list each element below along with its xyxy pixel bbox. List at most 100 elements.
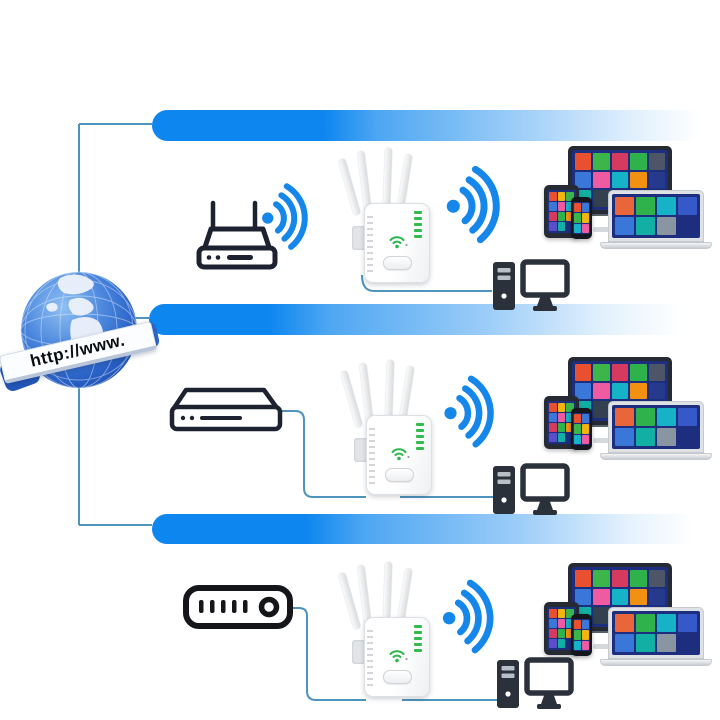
app-tile — [582, 424, 589, 434]
app-tile — [574, 424, 581, 434]
desktop-pc-icon — [497, 657, 574, 709]
laptop-screen — [612, 405, 700, 449]
repeater-power-plug — [352, 226, 366, 250]
app-tile — [593, 190, 610, 207]
app-tile — [575, 588, 592, 606]
laptop-screen — [612, 611, 700, 655]
laptop-keyboard-base — [600, 453, 712, 460]
app-tile — [593, 401, 610, 418]
app-tile — [657, 217, 676, 235]
app-tile — [648, 588, 665, 606]
app-tile — [566, 423, 574, 432]
wifi-repeater-icon — [338, 146, 440, 286]
repeater-body — [366, 415, 432, 495]
app-tile — [615, 634, 634, 652]
app-tile — [549, 403, 557, 412]
app-tile — [557, 433, 566, 442]
app-tile — [611, 171, 629, 189]
app-tile — [611, 588, 629, 606]
phone-screen — [573, 413, 590, 445]
app-tile — [566, 403, 574, 412]
app-tile — [557, 629, 566, 638]
devices-cluster-icon — [544, 146, 714, 250]
devices-cluster-icon — [544, 357, 714, 461]
app-tile — [630, 382, 647, 400]
app-tile — [575, 570, 592, 587]
devices-cluster-icon — [544, 563, 714, 667]
app-tile — [636, 614, 655, 632]
app-tile — [636, 634, 655, 652]
internet-flow-bar-3 — [152, 514, 700, 544]
app-tile — [657, 614, 676, 632]
app-tile — [549, 629, 557, 638]
repeater-led-indicators — [414, 625, 422, 652]
app-tile — [549, 619, 557, 628]
laptop-icon — [600, 607, 712, 666]
app-tile — [636, 197, 655, 215]
app-tile — [593, 171, 610, 189]
repeater-wps-button — [385, 468, 414, 482]
app-tile — [648, 570, 665, 587]
app-tile — [657, 634, 676, 652]
app-tile — [593, 153, 610, 170]
wifi-repeater-icon — [338, 560, 440, 700]
app-tile — [582, 203, 589, 213]
app-tile — [582, 414, 589, 424]
app-tile — [574, 414, 581, 424]
app-tile — [648, 382, 665, 400]
app-tile — [557, 413, 566, 422]
laptop-icon — [600, 190, 712, 249]
app-tile — [648, 364, 665, 381]
app-tile — [574, 640, 581, 650]
app-tile — [549, 202, 557, 211]
app-tile — [566, 192, 574, 201]
repeater-vents — [369, 428, 375, 484]
app-tile — [557, 202, 566, 211]
app-tile — [557, 639, 566, 648]
app-tile — [615, 197, 634, 215]
laptop-keyboard-base — [600, 242, 712, 249]
smartphone-icon — [571, 614, 592, 656]
ethernet-wire-row2-uplink — [280, 410, 366, 498]
app-tile — [574, 630, 581, 640]
app-tile — [566, 619, 574, 628]
app-tile — [582, 630, 589, 640]
app-tile — [611, 382, 629, 400]
modem-icon — [169, 387, 283, 432]
app-tile — [678, 634, 697, 652]
internet-flow-bar-1 — [152, 110, 704, 141]
repeater-wifi-glyph-icon — [389, 650, 408, 663]
smartphone-icon — [571, 408, 592, 450]
repeater-power-plug — [352, 640, 366, 664]
repeater-body — [364, 617, 430, 697]
app-tile — [657, 408, 676, 426]
app-tile — [611, 364, 629, 381]
app-tile — [593, 570, 610, 587]
wifi-signal-icon — [442, 579, 494, 654]
wireless-router-icon — [196, 200, 278, 270]
repeater-wifi-glyph-icon — [391, 448, 410, 461]
app-tile — [678, 614, 697, 632]
app-tile — [549, 609, 557, 618]
app-tile — [582, 620, 589, 630]
app-tile — [630, 570, 647, 587]
app-tile — [593, 588, 610, 606]
desktop-pc-icon — [493, 259, 570, 311]
set-top-box-icon — [183, 585, 293, 629]
app-tile — [630, 171, 647, 189]
app-tile — [574, 213, 581, 223]
app-tile — [615, 408, 634, 426]
app-tile — [678, 428, 697, 446]
wifi-repeater-icon — [340, 358, 442, 498]
app-tile — [611, 153, 629, 170]
app-tile — [566, 202, 574, 211]
app-tile — [574, 434, 581, 444]
wifi-signal-icon — [446, 165, 500, 244]
repeater-wps-button — [383, 256, 412, 270]
app-tile — [549, 423, 557, 432]
app-tile — [615, 428, 634, 446]
wifi-signal-icon — [262, 183, 308, 250]
laptop-screen — [612, 194, 700, 238]
app-tile — [574, 203, 581, 213]
app-tile — [636, 408, 655, 426]
